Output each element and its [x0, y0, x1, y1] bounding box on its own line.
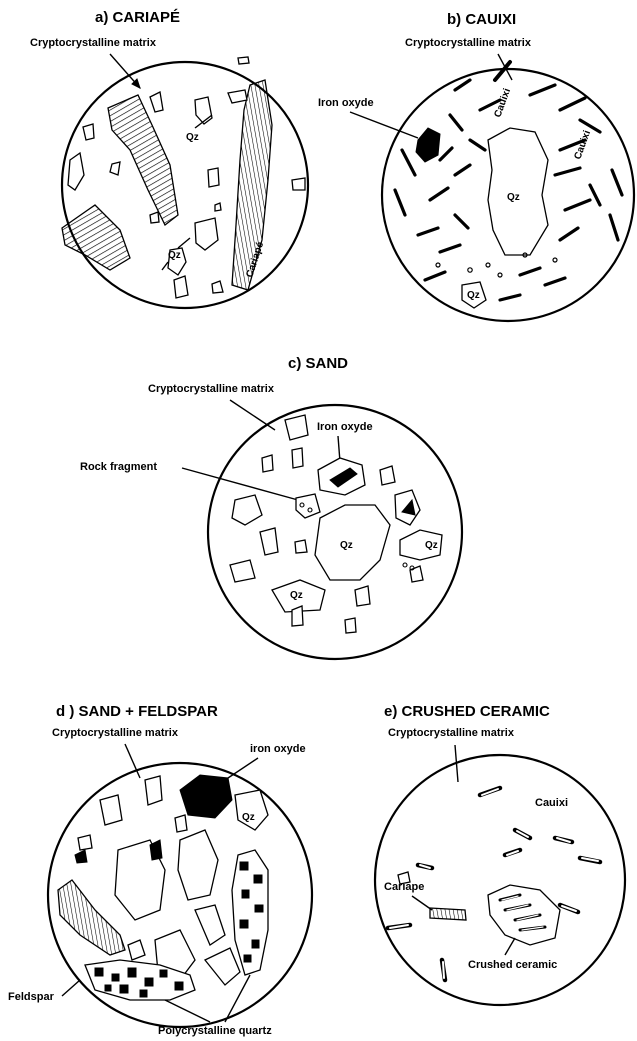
panel-c-matrix-label: Cryptocrystalline matrix: [148, 383, 275, 395]
panel-b-title: b) CAUIXI: [447, 11, 516, 28]
panel-d-feldspar-label: Feldspar: [8, 991, 55, 1003]
panel-d-polycrystalline-quartz: [85, 850, 268, 1000]
panel-e-cariape-fragment: [430, 908, 466, 920]
panel-c-qz-label: Qz: [340, 540, 353, 551]
panel-e-matrix-label: Cryptocrystalline matrix: [388, 727, 515, 739]
panel-e: e) CRUSHED CERAMIC Cryptocrystalline mat…: [375, 703, 625, 1005]
panel-d-polyqz-label: Polycrystalline quartz: [158, 1025, 272, 1037]
panel-b: b) CAUIXI Cryptocrystalline matrix Iron …: [318, 11, 634, 321]
panel-a-cariape-fragment: [108, 95, 178, 225]
panel-b-iron-label: Iron oxyde: [318, 97, 374, 109]
panel-c-rock-label: Rock fragment: [80, 461, 157, 473]
panel-c-title: c) SAND: [288, 355, 348, 372]
panel-a: a) CARIAPÉ Cryptocrystalline matrix Qz Q…: [30, 9, 308, 308]
panel-e-crushed-ceramic-grain: [488, 885, 560, 945]
panel-d-iron-oxide: [180, 775, 232, 818]
panel-a-quartz-grain: [195, 97, 212, 124]
panel-c-qz-label: Qz: [425, 540, 438, 551]
panel-d-title: d ) SAND + FELDSPAR: [56, 703, 218, 720]
panel-c-qz-label: Qz: [290, 590, 303, 601]
panel-b-matrix-label: Cryptocrystalline matrix: [405, 37, 532, 49]
panel-d: d ) SAND + FELDSPAR Cryptocrystalline ma…: [8, 703, 312, 1037]
panel-b-qz-label: Qz: [467, 290, 480, 301]
panel-d-matrix-label: Cryptocrystalline matrix: [52, 727, 179, 739]
panel-a-cariape-fragment: [62, 205, 130, 270]
panel-a-title: a) CARIAPÉ: [95, 9, 180, 26]
panel-e-title: e) CRUSHED CERAMIC: [384, 703, 550, 720]
panel-d-iron-label: iron oxyde: [250, 743, 306, 755]
panel-b-iron-oxide: [416, 128, 440, 162]
panel-a-thin-section: [62, 62, 308, 308]
panel-c: c) SAND Cryptocrystalline matrix Iron ox…: [80, 355, 462, 659]
panel-a-qz-label: Qz: [186, 132, 199, 143]
panel-a-qz-label: Qz: [168, 250, 181, 261]
panel-c-iron-label: Iron oxyde: [317, 421, 373, 433]
panel-e-cauixi-label: Cauixi: [535, 797, 568, 809]
panel-d-qz-label: Qz: [242, 812, 255, 823]
panel-a-matrix-label: Cryptocrystalline matrix: [30, 37, 157, 49]
panel-b-qz-label: Qz: [507, 192, 520, 203]
panel-e-crushed-label: Crushed ceramic: [468, 959, 557, 971]
